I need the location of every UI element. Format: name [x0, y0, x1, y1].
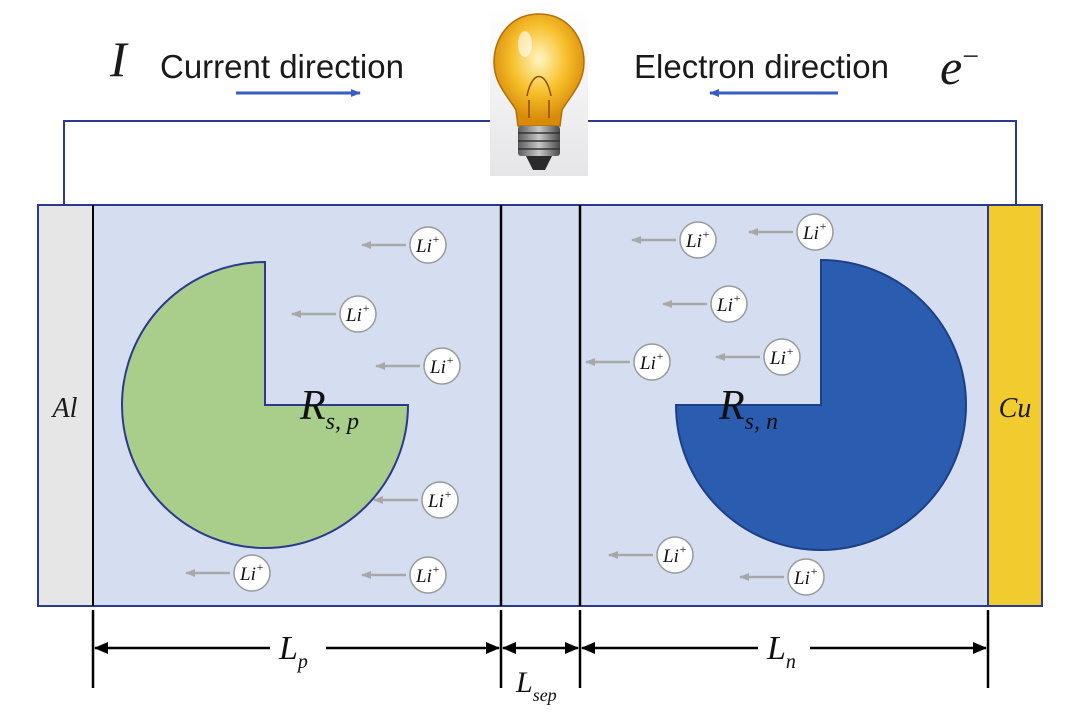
li-ion-label: Li+	[793, 564, 818, 589]
negative-length-label: Ln	[766, 630, 796, 673]
li-ion	[679, 221, 717, 259]
li-ion	[409, 556, 447, 594]
li-ion	[796, 213, 834, 251]
li-ion-label: Li+	[662, 542, 687, 567]
li-ion-label: Li+	[345, 301, 370, 326]
li-ion	[710, 285, 748, 323]
li-ion-label: Li+	[415, 562, 440, 587]
current-direction-label: Current direction	[160, 48, 404, 85]
li-ion	[423, 347, 461, 385]
li-ion-label: Li+	[716, 291, 741, 316]
li-ion-label: Li+	[685, 227, 710, 252]
li-ion	[633, 343, 671, 381]
electron-direction-label: Electron direction	[634, 48, 889, 85]
li-ion-label: Li+	[769, 344, 794, 369]
separator-length-label: Lsep	[515, 666, 557, 705]
li-ion-label: Li+	[802, 219, 827, 244]
li-ion	[233, 554, 271, 592]
copper-collector	[987, 204, 1043, 607]
li-ion	[421, 481, 459, 519]
li-ion	[656, 536, 694, 574]
li-ion-label: Li+	[427, 487, 452, 512]
cathode-radius-label: Rs, p	[299, 383, 359, 435]
current-symbol: I	[110, 31, 127, 87]
li-ion-label: Li+	[239, 560, 264, 585]
electron-charge: −	[962, 40, 980, 73]
dimension-lines	[91, 610, 990, 688]
li-ion-label: Li+	[415, 232, 440, 257]
li-ion	[763, 338, 801, 376]
aluminum-collector	[37, 204, 94, 607]
li-ion	[339, 295, 377, 333]
anode-radius-label: Rs, n	[718, 383, 778, 435]
li-ion-label: Li+	[639, 349, 664, 374]
electron-symbol: e−	[940, 39, 980, 95]
li-ion	[787, 558, 825, 596]
copper-label: Cu	[999, 393, 1032, 424]
li-ion	[409, 226, 447, 264]
positive-length-label: Lp	[278, 630, 308, 673]
lithium-ions: Li+ Li+ Li+ Li+ Li+ Li+ Li+ Li+ Li+ Li+ Li+ Li+ Li+	[185, 213, 834, 596]
li-ion-label: Li+	[429, 353, 454, 378]
aluminum-label: Al	[51, 393, 78, 424]
anode-particle	[674, 258, 967, 551]
lightbulb-icon	[490, 8, 588, 176]
